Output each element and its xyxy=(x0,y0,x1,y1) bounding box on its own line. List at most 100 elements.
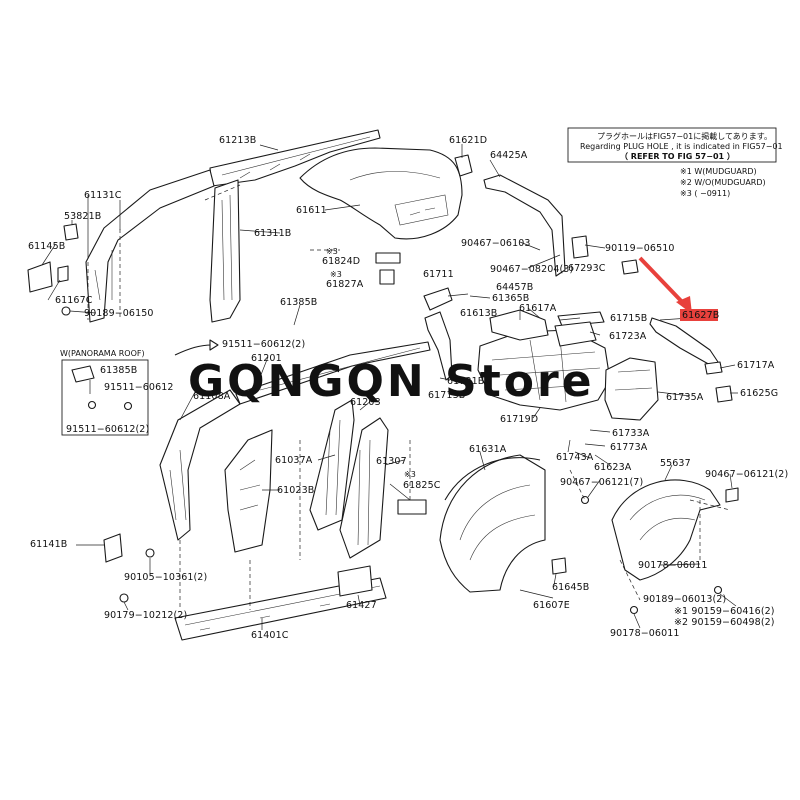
label-90467-06103: 90467−06103 xyxy=(461,238,531,249)
label-61627B: 61627B xyxy=(682,310,719,321)
note-line-3: （ REFER TO FIG 57−01 ） xyxy=(620,151,735,161)
mark-61825C: ※3 xyxy=(404,470,416,479)
label-61385B-inset: 61385B xyxy=(100,365,137,376)
mark-61827A: ※3 xyxy=(330,270,342,279)
label-90105-10361: 90105−10361(2) xyxy=(124,572,207,583)
label-61108A: 61108A xyxy=(193,391,231,402)
bracket-61145B xyxy=(27,261,53,293)
panel-61735A xyxy=(604,357,659,421)
clip-90467-06121-b xyxy=(725,487,739,503)
label-61713B: 61713B xyxy=(428,390,465,401)
legend: ※1 W(MUDGUARD) ※2 W/O(MUDGUARD) ※3 ( −09… xyxy=(680,167,766,198)
legend-line-3: ※3 ( −0911) xyxy=(680,189,730,198)
inset-title: W(PANORAMA ROOF) xyxy=(60,349,145,358)
note-line-1: プラグホールはFIG57−01に掲載してあります。 xyxy=(597,131,772,141)
label-61141B: 61141B xyxy=(30,539,67,550)
pillar-reinforce-61307 xyxy=(339,417,389,559)
clip-53821B xyxy=(63,223,79,241)
label-61625G: 61625G xyxy=(740,388,778,399)
mudguard-liner-55637 xyxy=(611,479,721,581)
leader-lines xyxy=(41,144,738,630)
label-61213B: 61213B xyxy=(219,135,256,146)
label-90189-06150: 90189−06150 xyxy=(84,308,154,319)
brace-61715B xyxy=(557,311,605,327)
label-90179-10212: 90179−10212(2) xyxy=(104,610,187,621)
pad-61825C xyxy=(397,499,427,515)
label-61613B: 61613B xyxy=(460,308,497,319)
center-pillar-61311B xyxy=(209,179,241,323)
label-90467-06121-a: 90467−06121(7) xyxy=(560,477,643,488)
label-55637: 55637 xyxy=(660,458,691,469)
label-61131C: 61131C xyxy=(84,190,122,201)
label-61307: 61307 xyxy=(376,456,407,467)
label-91511-60612-inset-2: 91511−60612(2) xyxy=(66,424,149,435)
label-61711: 61711 xyxy=(423,269,454,280)
bracket-61645B xyxy=(551,557,567,575)
label-61731B: 61731B xyxy=(447,376,484,387)
highlight-box xyxy=(680,309,718,321)
pillar-inner-61731B xyxy=(424,311,453,381)
label-90178-06011-a: 90178−06011 xyxy=(638,560,708,571)
hinge-pillar-61023B xyxy=(224,429,273,553)
clip-90467-06121-a xyxy=(580,495,590,505)
label-61023B: 61023B xyxy=(277,485,314,496)
label-61717A: 61717A xyxy=(737,360,775,371)
label-61827A: 61827A xyxy=(326,279,364,290)
highlight-callout xyxy=(638,256,718,321)
label-61719D: 61719D xyxy=(500,414,538,425)
label-61825C: 61825C xyxy=(403,480,441,491)
seal-61824D xyxy=(375,252,401,264)
label-61037A: 61037A xyxy=(275,455,313,466)
wheelhouse-inner-61631A xyxy=(444,457,541,501)
label-90159-60416: ※1 90159−60416(2) xyxy=(674,606,775,617)
note-line-2: Regarding PLUG HOLE , it is indicated in… xyxy=(580,142,783,151)
label-61385B: 61385B xyxy=(280,297,317,308)
label-53821B: 53821B xyxy=(64,211,101,222)
label-61623A: 61623A xyxy=(594,462,632,473)
label-61735A: 61735A xyxy=(666,392,704,403)
quarter-panel-61611 xyxy=(299,147,463,240)
bracket-61141B xyxy=(103,533,123,563)
mark-61824D: ※3 xyxy=(326,247,338,256)
center-pillar-61037A xyxy=(309,399,355,531)
label-61365B: 61365B xyxy=(492,293,529,304)
label-61645B: 61645B xyxy=(552,582,589,593)
label-61733A: 61733A xyxy=(612,428,650,439)
label-61201: 61201 xyxy=(251,353,282,364)
label-61621D: 61621D xyxy=(449,135,487,146)
red-arrow-line xyxy=(638,256,688,308)
label-61203: 61203 xyxy=(350,397,381,408)
brace-61617A xyxy=(489,309,549,341)
label-61427: 61427 xyxy=(346,600,377,611)
label-90178-06011-b: 90178−06011 xyxy=(610,628,680,639)
bracket-61625G xyxy=(715,385,733,403)
front-pillar-61108A xyxy=(159,389,241,541)
label-61773A: 61773A xyxy=(610,442,648,453)
roof-side-rail-61213B xyxy=(209,129,381,187)
label-90467-06121-b: 90467−06121(2) xyxy=(705,469,788,480)
bracket-67293C xyxy=(571,235,589,259)
bolt-90179-10212 xyxy=(119,593,129,603)
small-part-61717A xyxy=(704,361,723,375)
bracket-61711 xyxy=(423,287,453,311)
rocker-61401C xyxy=(174,577,387,641)
label-61617A: 61617A xyxy=(519,303,557,314)
label-61631A: 61631A xyxy=(469,444,507,455)
bracket-61167C xyxy=(57,265,69,283)
label-61715B: 61715B xyxy=(610,313,647,324)
label-61607E: 61607E xyxy=(533,600,570,611)
label-67293C: 67293C xyxy=(568,263,606,274)
seal-61827A xyxy=(379,269,395,285)
label-61743A: 61743A xyxy=(556,452,594,463)
label-61723A: 61723A xyxy=(609,331,647,342)
watermark-text: GQNGQN Store xyxy=(188,356,595,407)
quarter-inner-64425A-area xyxy=(454,154,566,277)
label-61824D: 61824D xyxy=(322,256,360,267)
screw-90178-06011-b xyxy=(629,605,639,615)
direction-arrow xyxy=(174,339,219,356)
bolt-90105-10361 xyxy=(145,548,155,558)
label-91511-60612-a: 91511−60612(2) xyxy=(222,339,305,350)
label-90119-06510: 90119−06510 xyxy=(605,243,675,254)
side-outer-panel-61131C xyxy=(85,169,215,323)
